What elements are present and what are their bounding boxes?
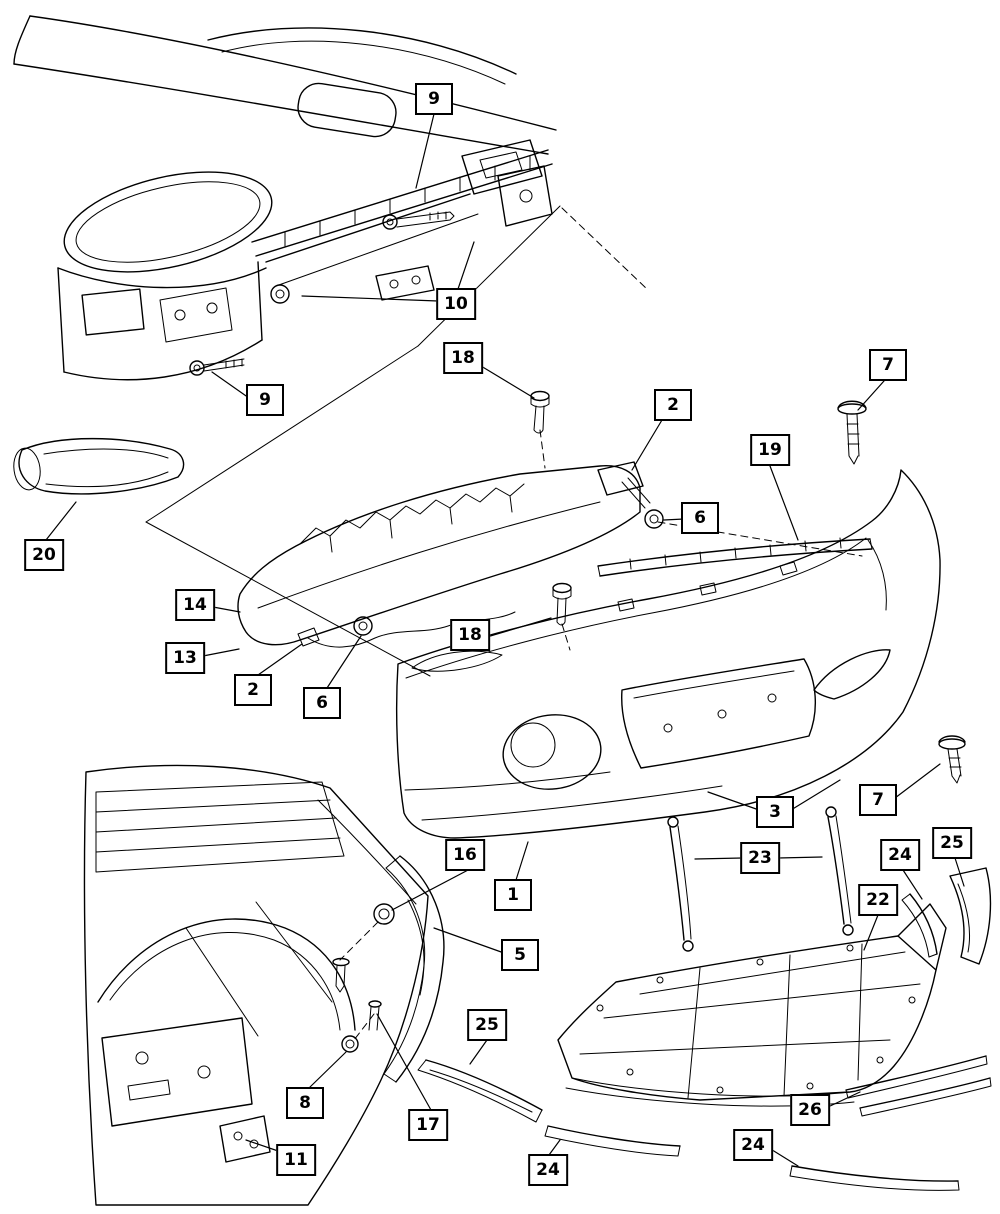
callout-14[interactable]: 14 [175, 589, 215, 621]
callout-19[interactable]: 19 [750, 434, 790, 466]
callout-9[interactable]: 9 [246, 384, 284, 416]
callout-24[interactable]: 24 [880, 839, 920, 871]
grille-strip-art [597, 537, 873, 577]
callout-25[interactable]: 25 [932, 827, 972, 859]
callout-3[interactable]: 3 [756, 796, 794, 828]
seal-strip-art [417, 867, 992, 1191]
leader-lines-art [45, 113, 965, 1167]
callout-6[interactable]: 6 [303, 687, 341, 719]
callout-16[interactable]: 16 [445, 839, 485, 871]
mounting-bracket-art [189, 139, 553, 376]
callout-7[interactable]: 7 [869, 349, 907, 381]
callout-1[interactable]: 1 [494, 879, 532, 911]
callout-18[interactable]: 18 [450, 619, 490, 651]
fascia-corner-art [383, 855, 445, 1083]
callout-6[interactable]: 6 [681, 502, 719, 534]
callout-9[interactable]: 9 [415, 83, 453, 115]
callout-8[interactable]: 8 [286, 1087, 324, 1119]
callout-26[interactable]: 26 [790, 1094, 830, 1126]
shoulder-bolt-art [530, 390, 572, 626]
callout-2[interactable]: 2 [654, 389, 692, 421]
support-rod-art [667, 806, 854, 952]
fender-structure-art [83, 764, 429, 1206]
callout-23[interactable]: 23 [740, 842, 780, 874]
belly-pan-art [557, 903, 947, 1107]
callout-17[interactable]: 17 [408, 1109, 448, 1141]
callout-11[interactable]: 11 [276, 1144, 316, 1176]
callout-2[interactable]: 2 [234, 674, 272, 706]
callout-18[interactable]: 18 [443, 342, 483, 374]
front-fascia-art [395, 469, 941, 839]
callout-22[interactable]: 22 [858, 884, 898, 916]
callout-20[interactable]: 20 [24, 539, 64, 571]
callout-24[interactable]: 24 [528, 1154, 568, 1186]
callout-10[interactable]: 10 [436, 288, 476, 320]
hood-assembly-art [13, 15, 557, 381]
callout-5[interactable]: 5 [501, 939, 539, 971]
air-duct-art [13, 437, 185, 495]
projection-lines-art [145, 205, 863, 1041]
callout-25[interactable]: 25 [467, 1009, 507, 1041]
push-pin-art [837, 400, 966, 784]
callout-24[interactable]: 24 [733, 1129, 773, 1161]
callout-7[interactable]: 7 [859, 784, 897, 816]
callout-13[interactable]: 13 [165, 642, 205, 674]
